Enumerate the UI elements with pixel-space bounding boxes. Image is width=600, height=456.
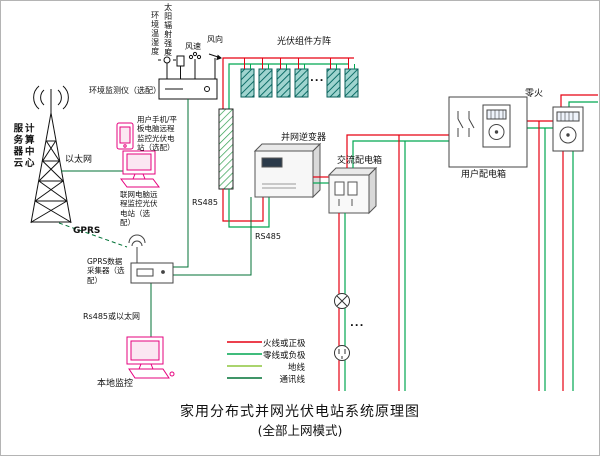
utility-meter xyxy=(552,106,584,152)
legend-label-ground: 地线 xyxy=(287,363,305,373)
rs485-ethernet-label: Rs485或以太网 xyxy=(83,312,140,321)
dc-input-wires xyxy=(222,189,270,228)
lamp-icon xyxy=(334,293,350,309)
user-box-label: 用户配电箱 xyxy=(461,170,507,180)
comm-tower-icon xyxy=(30,85,72,224)
legend-label-live: 火线或正极 xyxy=(263,339,306,349)
solar-radiation-label: 太阳辐射强度 xyxy=(163,3,173,57)
phone-icon xyxy=(116,122,134,150)
user-distribution-box xyxy=(448,96,528,168)
pv-ellipsis: ... xyxy=(310,73,325,84)
temp-humidity-label: 环境温湿度 xyxy=(150,11,160,56)
ac-output-wires xyxy=(313,176,329,184)
socket-icon xyxy=(334,345,350,361)
network-links xyxy=(58,170,128,248)
server-center-col1: 服务器云 xyxy=(11,123,23,169)
pv-dc-bus-wires xyxy=(222,57,354,109)
grid-wiring xyxy=(338,94,598,391)
local-pc-icon xyxy=(126,336,175,379)
wind-speed-label: 风速 xyxy=(185,42,201,51)
server-center-label: 服务器云 计算中心 xyxy=(11,123,34,169)
legend-label-comm: 通讯线 xyxy=(279,375,305,385)
ac-box-label: 交流配电箱 xyxy=(337,156,383,166)
env-sensor-icons xyxy=(158,51,222,79)
wind-direction-label: 风向 xyxy=(207,35,223,44)
rs485-mid-label: RS485 xyxy=(255,232,281,241)
pv-panel-array xyxy=(240,58,359,98)
gprs-label: GPRS xyxy=(73,226,101,236)
gprs-collector-unit xyxy=(128,234,174,284)
pc-monitor-label: 联网电脑远程监控光伏电站（选配） xyxy=(120,190,158,228)
legend-label-neutral: 零线或负极 xyxy=(263,351,306,361)
pv-array-label: 光伏组件方阵 xyxy=(277,37,332,47)
rs485-top-label: RS485 xyxy=(192,198,218,207)
ac-distribution-box xyxy=(327,166,378,215)
diagram-title: 家用分布式并网光伏电站系统原理图 xyxy=(180,404,420,420)
env-monitor-label: 环境监测仪（选配） xyxy=(89,86,161,95)
remote-pc-icon xyxy=(120,150,160,188)
comm-wires xyxy=(150,99,252,337)
inverter-unit xyxy=(253,142,322,199)
gprs-collector-label: GPRS数据采集器（选配） xyxy=(87,257,125,285)
server-center-col2: 计算中心 xyxy=(22,123,34,169)
local-monitor-label: 本地监控 xyxy=(97,379,134,389)
dc-combiner-bar xyxy=(218,108,234,190)
inverter-label: 并网逆变器 xyxy=(281,133,327,143)
ethernet-label: 以太网 xyxy=(65,155,93,165)
neutral-live-label: 零火 xyxy=(525,89,544,99)
diagram-subtitle: (全部上网模式) xyxy=(257,423,343,438)
legend-swatches xyxy=(227,341,262,379)
loads-ellipsis: ... xyxy=(350,318,365,329)
phone-monitor-label: 用户手机/平板电脑远程监控光伏电站（选配） xyxy=(137,115,178,153)
env-monitor-box xyxy=(158,78,218,100)
